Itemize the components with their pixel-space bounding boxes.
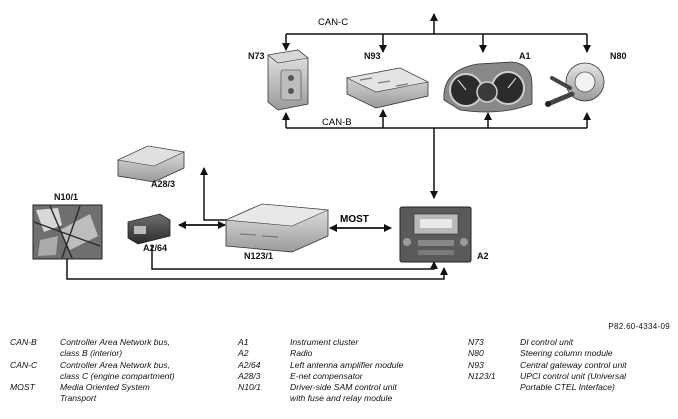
legend-column-buses: CAN-B Controller Area Network bus,class …	[10, 337, 230, 405]
bus-label-most: MOST	[340, 214, 369, 225]
legend-desc: with fuse and relay module	[290, 393, 393, 404]
legend-code: N123/1	[468, 370, 496, 381]
label-n93: N93	[364, 51, 381, 61]
legend-code: A1	[238, 337, 249, 347]
legend-desc: UPCI control unit (Universal	[520, 370, 627, 381]
legend-code: N80	[468, 348, 484, 359]
n10-1-sam-control-unit	[32, 204, 103, 260]
label-a1: A1	[519, 51, 531, 61]
n93-central-gateway	[346, 67, 429, 109]
legend-code: N73	[468, 337, 484, 347]
label-a2-64: A2/64	[143, 243, 168, 253]
bus-label-can-b: CAN-B	[322, 117, 352, 128]
legend-code: N93	[468, 359, 484, 370]
figure-reference: P82.60-4334-09	[608, 322, 670, 331]
legend-code: A2	[238, 348, 249, 359]
label-a2: A2	[477, 251, 489, 261]
legend-desc: class B (interior)	[60, 348, 123, 359]
legend-row-n73: N73 DI control unit	[468, 337, 673, 348]
legend-desc: Steering column module	[520, 348, 613, 359]
legend-code: A2/64	[238, 359, 261, 370]
legend-row-n93: N93 Central gateway control unit	[468, 360, 673, 371]
legend-row-a2-64: A2/64 Left antenna amplifier module	[238, 360, 458, 371]
label-a28-3: A28/3	[151, 179, 176, 189]
legend-desc: Controller Area Network bus,	[60, 337, 171, 347]
legend-desc: DI control unit	[520, 337, 574, 347]
legend-code: MOST	[10, 382, 35, 393]
legend-desc: Radio	[290, 348, 313, 359]
label-n80: N80	[610, 51, 627, 61]
legend-desc: Left antenna amplifier module	[290, 359, 404, 370]
legend-column-components-n: N73 DI control unit N80 Steering column …	[468, 337, 673, 393]
bus-label-can-c: CAN-C	[318, 17, 348, 28]
legend-desc: Media Oriented System	[60, 382, 150, 393]
n73-di-control-unit	[267, 49, 309, 111]
legend-desc: Controller Area Network bus,	[60, 359, 171, 370]
legend-desc: class C (engine compartment)	[60, 370, 175, 381]
legend-column-components-a: A1 Instrument cluster A2 Radio A2/64 Lef…	[238, 337, 458, 405]
a28-3-enet-compensator	[116, 145, 186, 183]
legend-row-a2: A2 Radio	[238, 348, 458, 359]
label-n73: N73	[248, 51, 265, 61]
label-n10-1: N10/1	[54, 192, 79, 202]
a1-instrument-cluster	[443, 61, 533, 113]
legend-desc: Transport	[60, 393, 97, 404]
legend-code: N10/1	[238, 382, 261, 393]
legend-desc: Portable CTEL Interface)	[520, 382, 615, 393]
network-diagram: CAN-C CAN-B MOST	[32, 13, 605, 280]
legend-row-can-b: CAN-B Controller Area Network bus,class …	[10, 337, 230, 360]
n123-1-upci-control-unit	[224, 203, 330, 253]
legend-desc: Driver-side SAM control unit	[290, 382, 397, 393]
legend-desc: Central gateway control unit	[520, 359, 627, 370]
label-n123-1: N123/1	[244, 251, 274, 261]
legend-row-can-c: CAN-C Controller Area Network bus,class …	[10, 360, 230, 383]
can-b-bus	[282, 109, 591, 199]
legend-row-a28-3: A28/3 E-net compensator	[238, 371, 458, 382]
legend-code: A28/3	[238, 370, 261, 381]
legend-code: CAN-B	[10, 337, 37, 347]
legend-desc: E-net compensator	[290, 370, 363, 381]
legend-desc: Instrument cluster	[290, 337, 359, 347]
legend-row-n80: N80 Steering column module	[468, 348, 673, 359]
can-c-bus	[282, 13, 591, 53]
legend-code: CAN-C	[10, 359, 38, 370]
n80-steering-column-module	[545, 62, 605, 107]
a2-radio	[399, 206, 472, 263]
legend-row-a1: A1 Instrument cluster	[238, 337, 458, 348]
local-connections	[66, 167, 448, 280]
a2-64-antenna-amplifier	[127, 213, 171, 245]
